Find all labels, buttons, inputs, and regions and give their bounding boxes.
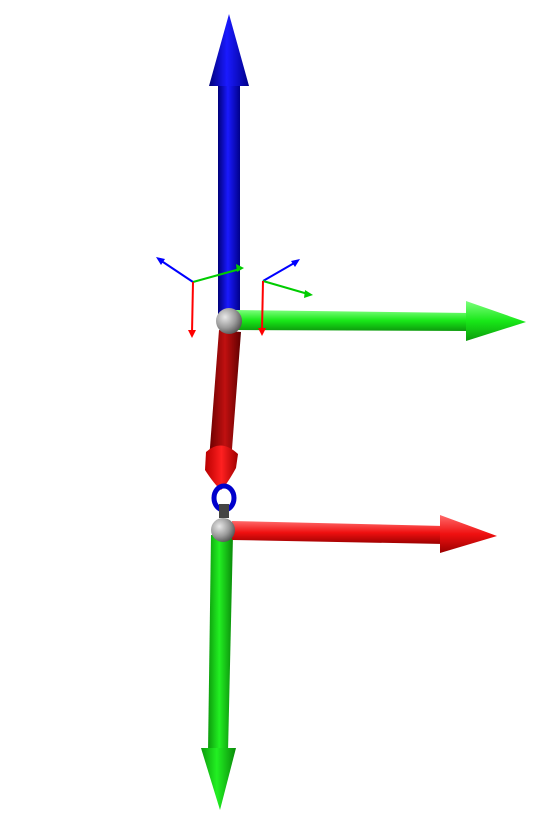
joint-cone bbox=[205, 445, 238, 490]
small-frame-right bbox=[258, 259, 313, 336]
joint-sphere-lower bbox=[211, 518, 235, 542]
link-cylinder bbox=[209, 330, 241, 462]
lower-frame-y-arrow bbox=[201, 535, 236, 810]
upper-frame-z-arrow bbox=[209, 14, 249, 314]
upper-frame-y-arrow bbox=[236, 301, 526, 341]
lower-frame-x-arrow bbox=[232, 515, 497, 553]
joint-sphere-upper bbox=[216, 308, 242, 334]
small-frame-left bbox=[156, 257, 244, 338]
joint-connector bbox=[219, 504, 229, 518]
